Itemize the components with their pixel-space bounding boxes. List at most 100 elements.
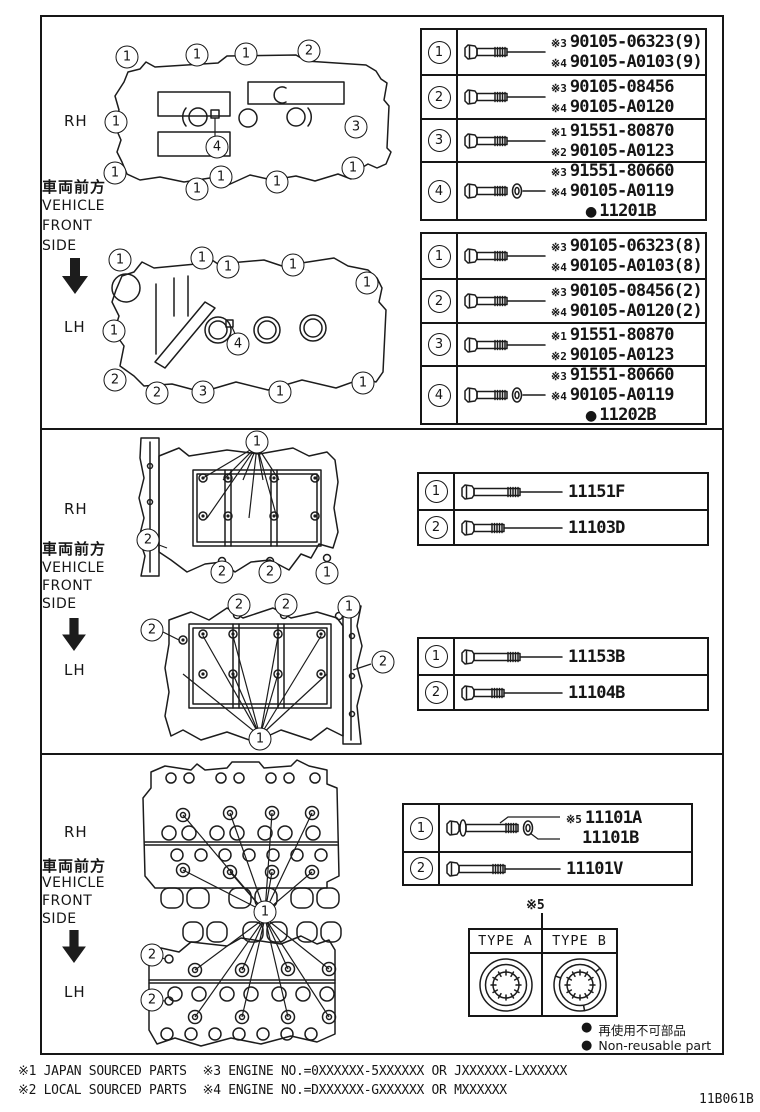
callout-cell: 3 (422, 120, 458, 161)
callout-cell: 1 (422, 30, 458, 74)
callout-1: 1 (245, 430, 269, 454)
parts-row: 1 11151F (419, 474, 707, 509)
part-number-line: 11101V (566, 858, 623, 879)
callout-2: 2 (140, 618, 164, 642)
label-front: FRONT (42, 218, 93, 234)
callout-cell: 4 (422, 367, 458, 423)
callout-1: 1 (216, 255, 240, 279)
part-cell: 11101V (440, 853, 691, 884)
callout-cell: 1 (404, 805, 440, 851)
leader-lines (162, 631, 372, 737)
callout-3: 3 (427, 129, 451, 152)
callout-4: 4 (205, 135, 229, 159)
part-cell: 11104B (455, 676, 707, 709)
callout-1: 1 (337, 595, 361, 619)
part-number-line: 11103D (568, 517, 625, 538)
callout-cell: 2 (419, 676, 455, 709)
part-number-line: 11151F (568, 481, 625, 502)
callout-2: 2 (140, 943, 164, 967)
type-b-bolt-head (543, 954, 616, 1015)
bolt-holes (198, 473, 332, 566)
bolt-icon (446, 816, 560, 840)
callout-1: 1 (115, 45, 139, 69)
part-cell: 11103D (455, 511, 707, 544)
bolt-icon (464, 248, 546, 264)
callout-4: 4 (427, 383, 451, 407)
non-reusable-note-jp: ● 再使用不可部品 (581, 1020, 686, 1038)
part-number-line: 11104B (568, 682, 625, 703)
leader-lines (182, 812, 313, 912)
callout-cell: 2 (422, 280, 458, 322)
callout-1: 1 (409, 816, 433, 840)
callout-1: 1 (209, 165, 233, 189)
callout-1: 1 (427, 244, 451, 268)
callout-cell: 1 (419, 639, 455, 674)
bolt-icon (464, 89, 546, 105)
callout-cell: 2 (404, 853, 440, 884)
parts-row: 2 11101V (404, 851, 691, 884)
callout-1: 1 (424, 645, 448, 668)
callout-1: 1 (108, 248, 132, 272)
callout-3: 3 (427, 333, 451, 356)
callout-1: 1 (104, 110, 128, 134)
callout-cell: 1 (419, 474, 455, 509)
bolt-icon (464, 336, 546, 353)
label-vehicle-front-jp: 車両前方 (42, 857, 107, 875)
front-direction-arrow-icon (62, 618, 88, 654)
rh-cylinder-head-drawing (142, 759, 340, 912)
callout-1: 1 (424, 480, 448, 503)
figure-code: 11B061B (699, 1092, 754, 1107)
callout-1: 1 (103, 161, 127, 185)
callout-cell: 2 (422, 76, 458, 118)
callout-1: 1 (341, 156, 365, 180)
callout-2: 2 (274, 593, 298, 617)
bolt-icon (446, 860, 561, 877)
leader-lines (150, 445, 280, 549)
type-a-bolt-head (470, 954, 543, 1015)
callout-cell: 1 (422, 234, 458, 278)
ports (160, 887, 340, 909)
label-vehicle: VEHICLE (42, 198, 105, 214)
bullet-icon: ● (581, 1020, 593, 1035)
callout-1: 1 (253, 900, 277, 924)
bolt-head-type-box: TYPE A TYPE B (468, 928, 618, 1017)
type-b-header: TYPE B (543, 930, 616, 954)
ref5-leader-line (541, 913, 543, 928)
callout-2: 2 (145, 381, 169, 405)
parts-row: 2 11104B (419, 674, 707, 709)
callout-1: 1 (248, 727, 272, 751)
part-number-line: ●11202B (585, 405, 657, 425)
part-cell: 11153B (455, 639, 707, 674)
front-direction-arrow-icon (62, 258, 88, 294)
callout-1: 1 (268, 380, 292, 404)
rh-crankcase-drawing (138, 437, 339, 577)
callout-cell: 4 (422, 163, 458, 219)
part-number-line: 11153B (568, 646, 625, 667)
callout-1: 1 (355, 271, 379, 295)
label-front: FRONT (42, 893, 93, 909)
